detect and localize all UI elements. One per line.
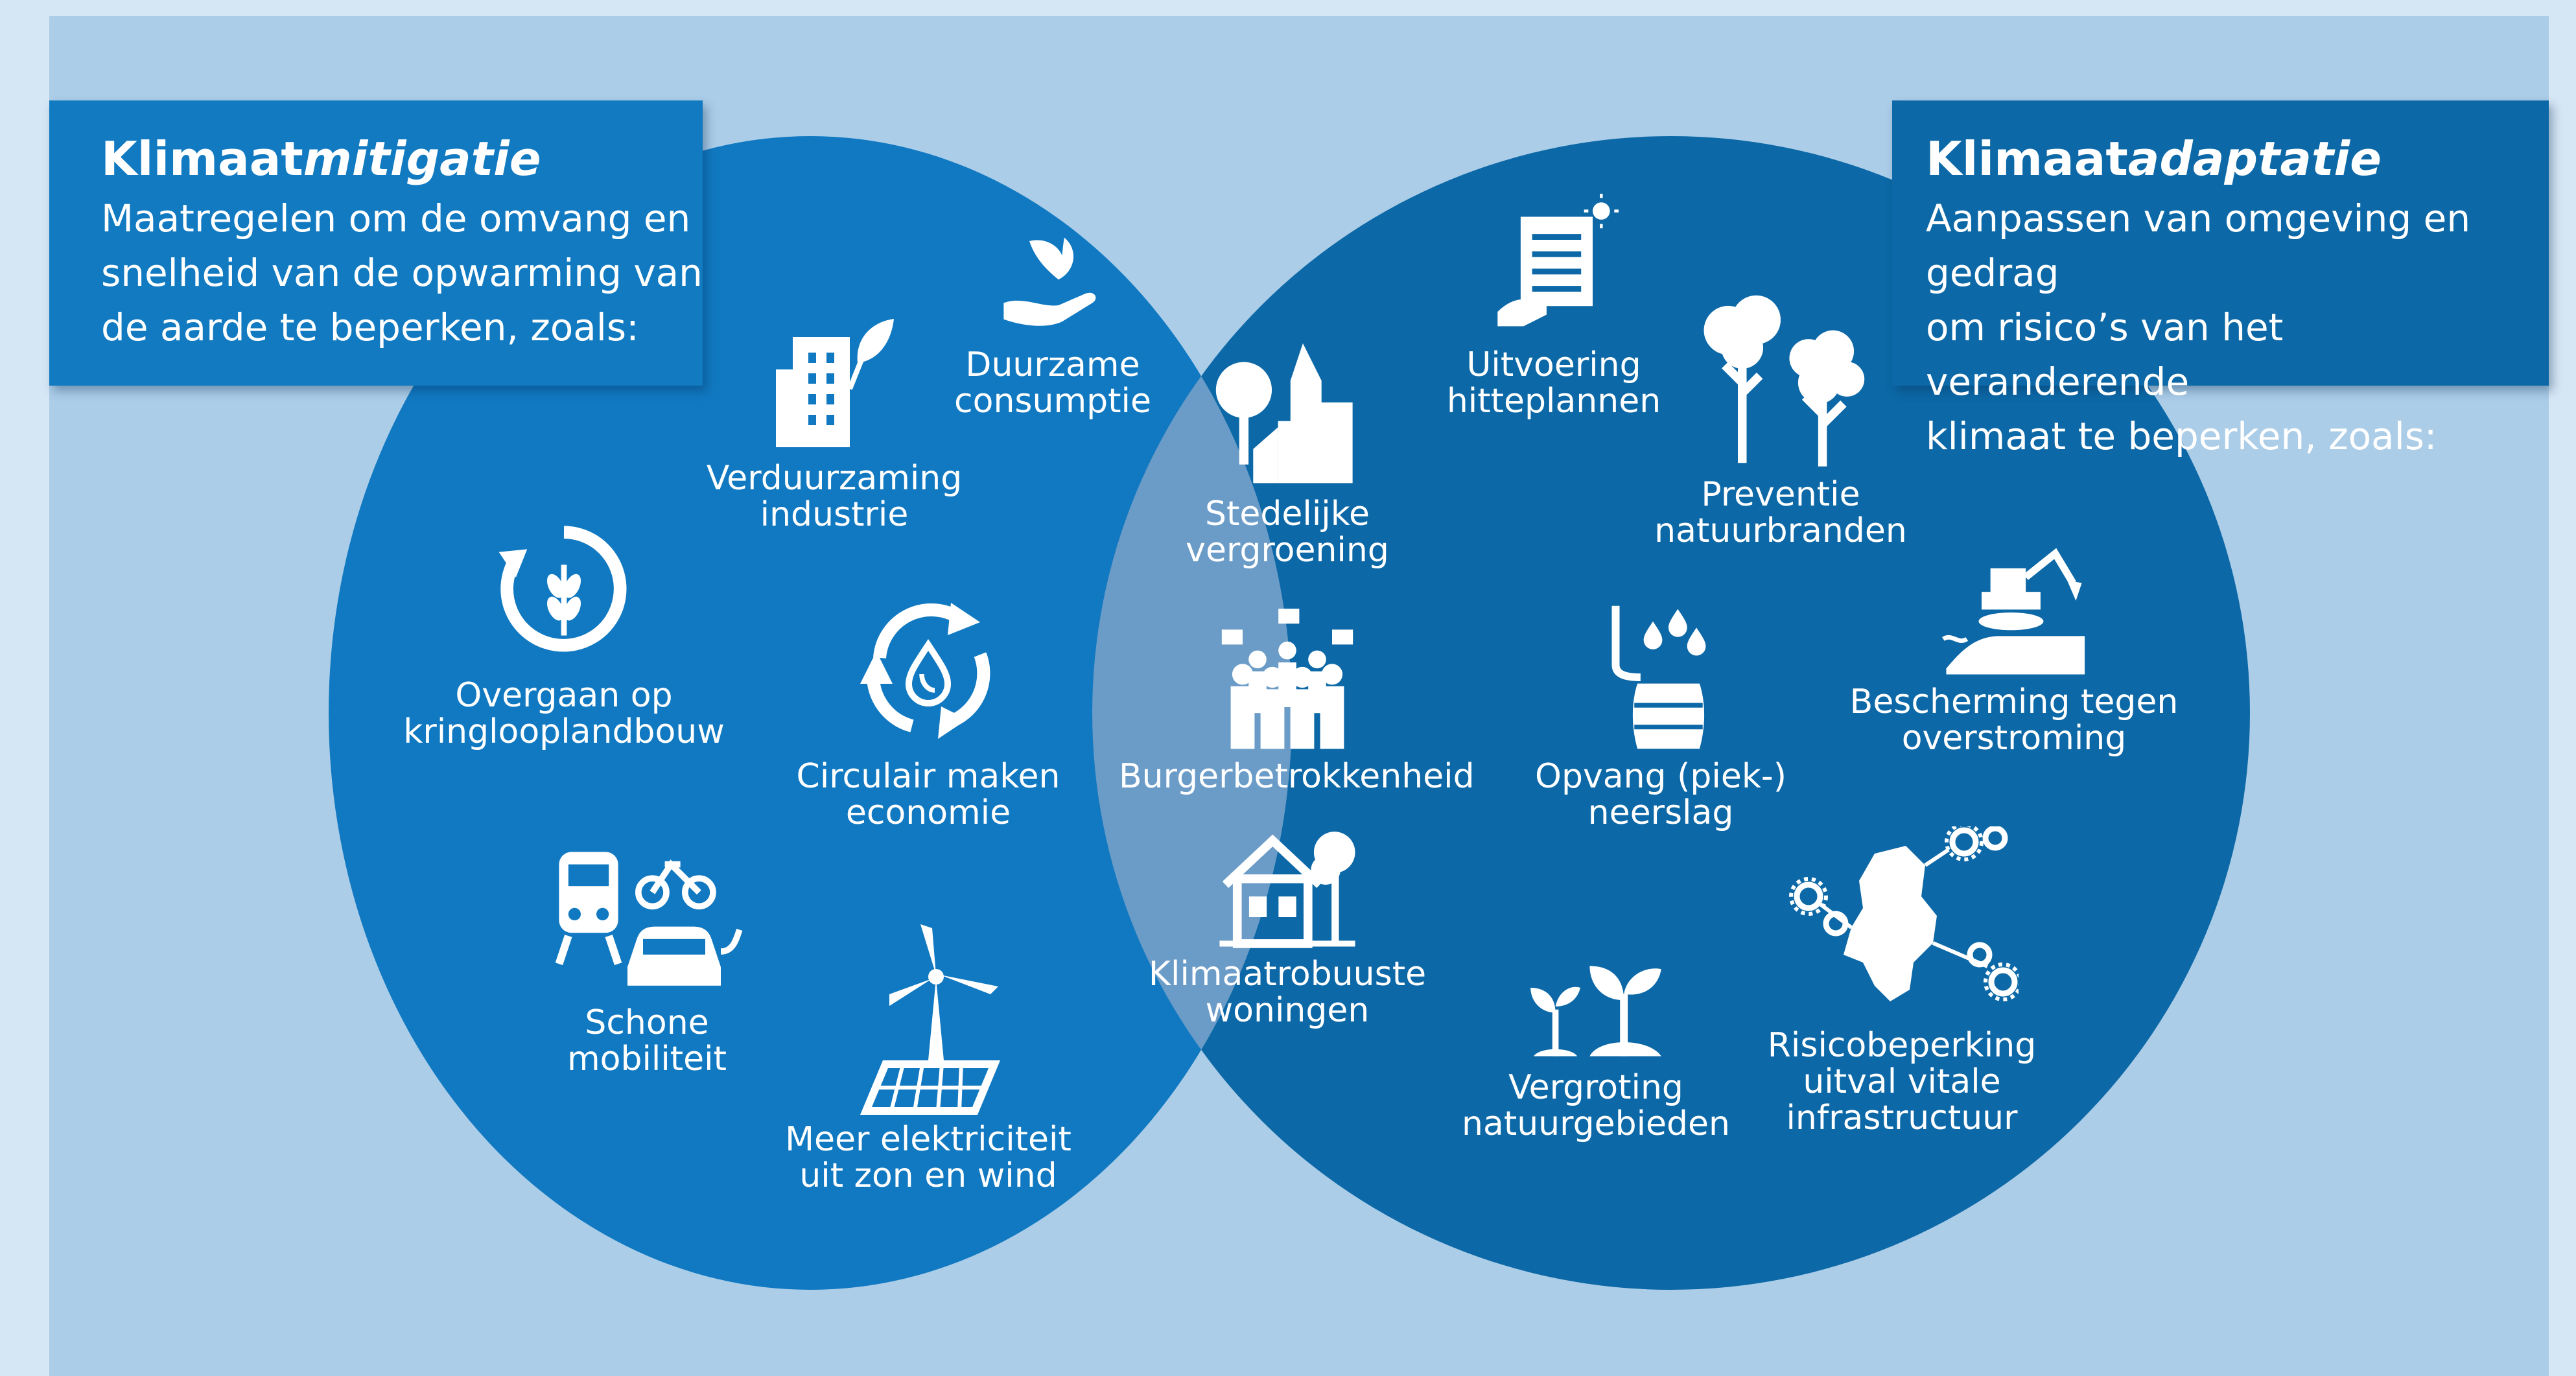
item-circulair-economie: Circulair maken economie xyxy=(760,590,1097,831)
item-label: Meer elektriciteit uit zon en wind xyxy=(785,1120,1071,1195)
document-sun-icon xyxy=(1497,193,1619,327)
item-natuurgebieden: Vergroting natuurgebieden xyxy=(1427,959,1764,1142)
wind-solar-icon xyxy=(860,924,1000,1115)
item-klimaatrobuuste-woningen: Klimaatrobuuste woningen xyxy=(1119,820,1456,1029)
people-speech-icon xyxy=(1221,609,1353,749)
item-label: Klimaatrobuuste woningen xyxy=(1148,955,1427,1030)
item-kringlooplandbouw: Overgaan op kringlooplandbouw xyxy=(395,515,732,750)
mitigation-box: Klimaatmitigatie Maatregelen om de omvan… xyxy=(49,100,703,386)
item-label: Vergroting natuurgebieden xyxy=(1462,1068,1730,1143)
item-label: Overgaan op kringlooplandbouw xyxy=(403,676,725,751)
item-zon-en-wind: Meer elektriciteit uit zon en wind xyxy=(760,920,1097,1194)
item-label: Burgerbetrokkenheid xyxy=(1119,757,1475,796)
item-burgerbetrokkenheid: Burgerbetrokkenheid xyxy=(1119,603,1475,796)
adaptation-description: Aanpassen van omgeving en gedrag om risi… xyxy=(1926,196,2471,458)
item-label: Uitvoering hitteplannen xyxy=(1446,345,1661,421)
mitigation-title: Klimaatmitigatie xyxy=(101,132,541,186)
item-hitteplannen: Uitvoering hitteplannen xyxy=(1385,191,1722,419)
sprouts-icon xyxy=(1530,966,1661,1056)
adaptation-box: Klimaatadaptatie Aanpassen van omgeving … xyxy=(1892,100,2549,458)
cycle-wheat-icon xyxy=(498,526,627,652)
mitigation-description: Maatregelen om de omvang en snelheid van… xyxy=(101,196,703,349)
item-label: Preventie natuurbranden xyxy=(1654,475,1907,550)
item-duurzame-consumptie: Duurzame consumptie xyxy=(884,224,1221,419)
item-label: Opvang (piek-) neerslag xyxy=(1535,757,1786,832)
item-stedelijke-vergroening: Stedelijke vergroening xyxy=(1119,340,1456,568)
item-verduurzaming-industrie: Verduurzaming industrie xyxy=(666,311,1003,533)
item-overstroming: Bescherming tegen overstroming xyxy=(1845,548,2183,756)
house-tree-icon xyxy=(1219,832,1355,948)
tree-church-icon xyxy=(1215,343,1353,484)
item-natuurbranden: Preventie natuurbranden xyxy=(1612,288,1949,549)
excavator-dike-icon xyxy=(1942,548,2085,675)
item-schone-mobiliteit: Schone mobiliteit xyxy=(478,843,815,1077)
item-label: Risicobeperking uitval vitale infrastruc… xyxy=(1767,1026,2037,1137)
trees-icon xyxy=(1704,295,1865,467)
adaptation-title: Klimaatadaptatie xyxy=(1926,132,2382,186)
train-bike-car-icon xyxy=(555,852,743,986)
rain-barrel-icon xyxy=(1611,605,1706,749)
item-label: Duurzame consumptie xyxy=(954,345,1151,421)
building-leaf-icon xyxy=(776,319,894,447)
netherlands-gears-icon xyxy=(1789,826,2019,1001)
item-label: Verduurzaming industrie xyxy=(706,459,963,534)
item-label: Bescherming tegen overstroming xyxy=(1849,682,2179,758)
item-label: Stedelijke vergroening xyxy=(1186,495,1389,570)
item-label: Schone mobiliteit xyxy=(567,1003,727,1079)
item-vitale-infrastructuur: Risicobeperking uitval vitale infrastruc… xyxy=(1733,826,2070,1136)
recycle-water-icon xyxy=(860,603,990,739)
item-neerslag: Opvang (piek-) neerslag xyxy=(1492,603,1829,831)
item-label: Circulair maken economie xyxy=(796,757,1060,832)
hand-leaf-icon xyxy=(1003,237,1096,326)
